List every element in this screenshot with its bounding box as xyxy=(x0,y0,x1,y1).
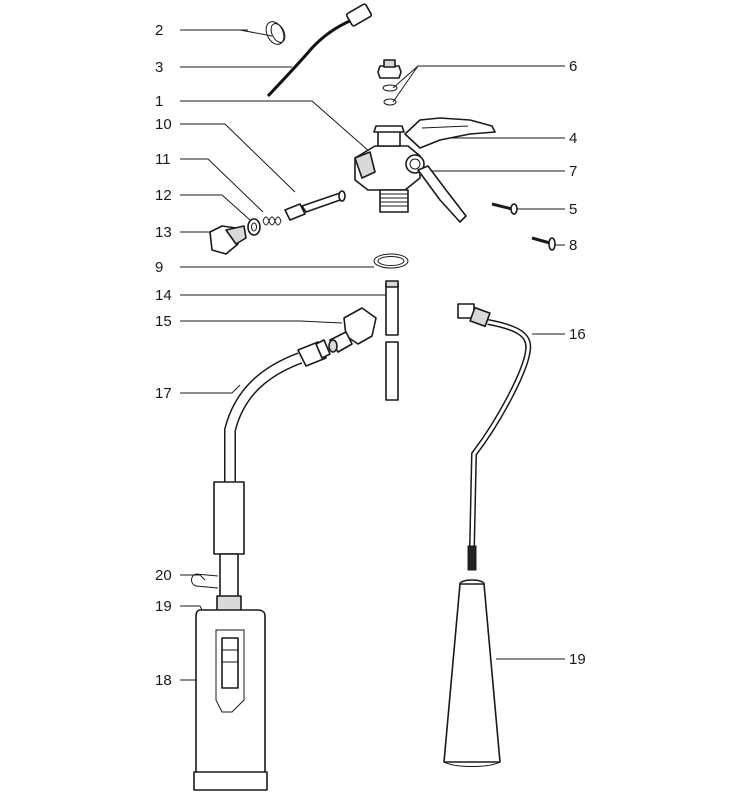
part-18-horn-insert xyxy=(215,629,245,713)
callout-2: 2 xyxy=(155,22,163,39)
callout-7: 7 xyxy=(569,163,577,180)
part-8-rivet xyxy=(531,236,556,251)
callout-19-right: 19 xyxy=(569,651,586,668)
callout-13: 13 xyxy=(155,224,172,241)
part-17-hose-assembly xyxy=(213,339,331,615)
callout-9: 9 xyxy=(155,259,163,276)
part-1-valve-body xyxy=(354,125,425,213)
part-6-plug-and-washers xyxy=(377,59,402,106)
part-15-elbow-fitting xyxy=(328,307,377,353)
part-19-cone-nozzle-right xyxy=(443,579,501,767)
part-12-washer xyxy=(247,218,261,236)
part-9-o-ring xyxy=(373,253,409,269)
part-11-spring xyxy=(262,216,282,226)
part-20-retaining-clip xyxy=(191,573,219,589)
part-14-siphon-tube xyxy=(385,280,399,401)
callout-12: 12 xyxy=(155,187,172,204)
callout-16: 16 xyxy=(569,326,586,343)
callout-20: 20 xyxy=(155,567,172,584)
callout-4: 4 xyxy=(569,130,577,147)
part-2-ring-pin xyxy=(239,21,286,45)
part-7-lower-handle xyxy=(417,165,467,223)
callout-8: 8 xyxy=(569,237,577,254)
callout-5: 5 xyxy=(569,201,577,218)
part-5-pin xyxy=(491,202,518,215)
part-10-valve-stem xyxy=(284,190,346,221)
callout-1: 1 xyxy=(155,93,163,110)
part-19-discharge-horn-left xyxy=(193,609,268,791)
callout-10: 10 xyxy=(155,116,172,133)
callout-19-left: 19 xyxy=(155,598,172,615)
part-13-cap xyxy=(209,225,247,255)
part-3-seal-wire xyxy=(266,3,373,98)
callout-18: 18 xyxy=(155,672,172,689)
part-16-rigid-discharge-tube xyxy=(457,303,532,571)
callout-15: 15 xyxy=(155,313,172,330)
callout-11: 11 xyxy=(155,151,171,168)
callout-17: 17 xyxy=(155,385,172,402)
callout-6: 6 xyxy=(569,58,577,75)
callout-3: 3 xyxy=(155,59,163,76)
callout-14: 14 xyxy=(155,287,172,304)
callout-labels: 2 3 1 10 11 12 13 9 14 15 17 20 19 18 6 … xyxy=(155,22,586,689)
part-4-upper-lever xyxy=(404,117,496,149)
